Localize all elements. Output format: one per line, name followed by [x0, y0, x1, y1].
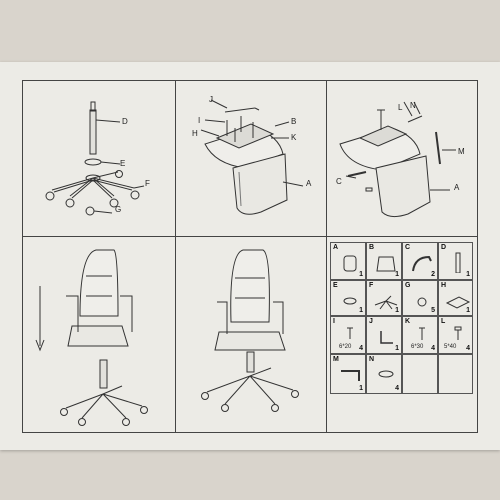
label-m: M [458, 147, 465, 156]
mechanism-part-icon [445, 296, 471, 309]
empty-cell [402, 354, 438, 394]
column-divider-2 [326, 80, 327, 433]
part-cell-c: C 2 [402, 242, 438, 280]
part-cell-k: K 6*30 4 [402, 316, 438, 354]
column-divider-1 [175, 80, 176, 433]
part-cell-m: M 1 [330, 354, 366, 394]
star-base-part-icon [374, 295, 398, 310]
label-h: H [192, 129, 198, 138]
gas-lift-part-icon [455, 252, 461, 273]
part-cell-h: H 1 [438, 280, 473, 316]
label-g: G [115, 205, 122, 214]
label-n: N [410, 101, 416, 110]
backrest-part-icon [343, 255, 357, 272]
bolt-part-icon [347, 327, 353, 339]
part-cell-f: F 1 [366, 280, 402, 316]
caster-part-icon [417, 297, 427, 307]
cover-part-icon [343, 297, 357, 305]
part-cell-n: N 4 [366, 354, 402, 394]
part-cell-j: J 1 [366, 316, 402, 354]
step5-assembled-chair [201, 249, 299, 412]
step4-insert-gas-lift [35, 249, 148, 426]
seat-part-icon [376, 256, 396, 272]
allen-key-part-icon [341, 370, 360, 381]
part-cell-e: E 1 [330, 280, 366, 316]
label-k: K [291, 133, 297, 142]
part-cell-a: A 1 [330, 242, 366, 280]
part-cell-d: D 1 [438, 242, 473, 280]
bolt-part-icon [419, 327, 425, 340]
part-cell-i: I 6*20 4 [330, 316, 366, 354]
label-d: D [122, 117, 128, 126]
allen-key-part-icon [380, 331, 393, 344]
bolt-part-icon [454, 326, 462, 340]
armrest-part-icon [412, 255, 432, 272]
step1-base-assembly [45, 101, 145, 216]
label-i: I [198, 116, 201, 125]
step3-armrest-assembly [339, 101, 456, 218]
cap-part-icon [378, 370, 394, 378]
label-b: B [291, 117, 297, 126]
label-e: E [120, 159, 126, 168]
label-a-step2: A [306, 179, 312, 188]
part-cell-b: B 1 [366, 242, 402, 280]
parts-table: A 1 B 1 C 2 D 1 E 1 F 1 [330, 242, 473, 426]
label-f: F [145, 179, 150, 188]
part-cell-g: G 5 [402, 280, 438, 316]
diagram-frame [22, 80, 478, 433]
label-l: L [398, 103, 403, 112]
empty-cell [438, 354, 473, 394]
label-j: J [209, 95, 213, 104]
instruction-sheet: D E F G J I H B K [0, 62, 500, 450]
row-divider [22, 236, 478, 237]
step2-mechanism-assembly [200, 99, 304, 215]
label-a-step3: A [454, 183, 460, 192]
label-c: C [336, 177, 342, 186]
part-cell-l: L 5*40 4 [438, 316, 473, 354]
